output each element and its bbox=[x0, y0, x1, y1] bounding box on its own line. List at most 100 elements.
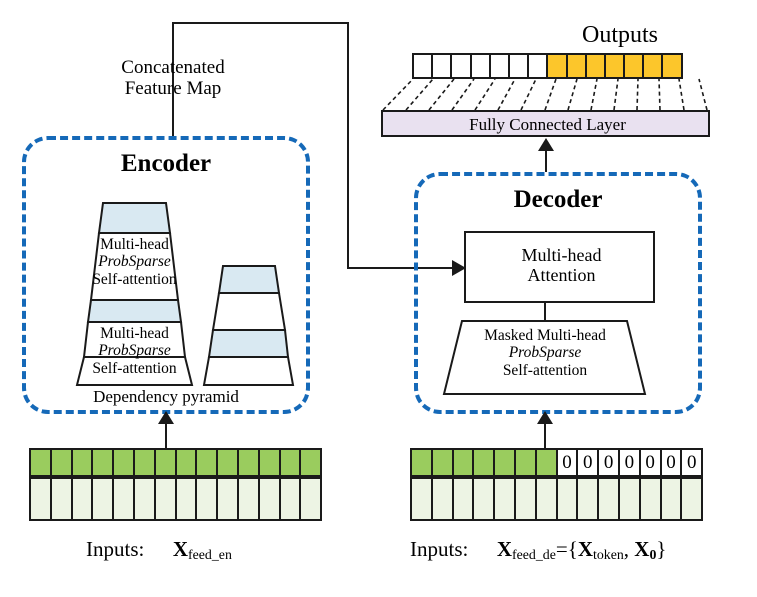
encoder-input-cell bbox=[91, 448, 115, 477]
encoder-input-cell bbox=[112, 448, 135, 477]
decoder-masked-line1: Masked Multi-head bbox=[484, 327, 606, 344]
decoder-input-caption-subscript: feed_de bbox=[512, 547, 556, 563]
encoder-input-cell bbox=[153, 477, 177, 521]
encoder-attention-block-upper: Multi-head ProbSparse Self-attention bbox=[74, 236, 195, 288]
decoder-input-cell bbox=[513, 448, 537, 477]
decoder-masked-line2: ProbSparse bbox=[508, 344, 582, 362]
decoder-input-cell bbox=[472, 477, 496, 521]
encoder-input-caption-prefix: Inputs: bbox=[86, 537, 145, 561]
decoder-input-cell bbox=[472, 448, 496, 477]
decoder-input-to-decoder-arrowhead bbox=[537, 411, 553, 424]
decoder-title: Decoder bbox=[513, 186, 603, 213]
encoder-input-cell bbox=[49, 477, 73, 521]
encoder-input-cell bbox=[236, 448, 260, 477]
encoder-input-cell bbox=[29, 477, 52, 521]
encoder-input-cell bbox=[70, 477, 94, 521]
decoder-input-cell bbox=[410, 477, 433, 521]
encoder-input-cell bbox=[195, 448, 219, 477]
encoder-input-caption-symbol: X bbox=[172, 537, 189, 561]
decoder-input-cell: 0 bbox=[555, 448, 579, 477]
encoder-input-to-encoder-arrowhead bbox=[158, 411, 174, 424]
encoder-input-cell bbox=[153, 448, 177, 477]
output-cell bbox=[661, 53, 683, 79]
decoder-input-cell: 0 bbox=[680, 448, 704, 477]
encoder-to-decoder-arrowhead bbox=[452, 260, 466, 276]
decoder-input-caption-subscript3: 0 bbox=[649, 547, 657, 563]
encoder-input-cell bbox=[132, 448, 156, 477]
decoder-input-caption-prefix: Inputs: bbox=[410, 537, 469, 561]
decoder-input-cell bbox=[534, 448, 558, 477]
encoder-input-cell bbox=[29, 448, 52, 477]
decoder-input-cell bbox=[451, 477, 475, 521]
decoder-multihead-attention-box: Multi-head Attention bbox=[464, 231, 655, 303]
decoder-input-cell: 0 bbox=[638, 448, 662, 477]
encoder-title: Encoder bbox=[120, 150, 212, 177]
encoder-input-cell bbox=[257, 477, 281, 521]
decoder-masked-text: Masked Multi-head ProbSparse Self-attent… bbox=[452, 327, 638, 379]
decoder-input-caption-symbol2: X bbox=[577, 537, 593, 561]
concat-feature-stub-line bbox=[172, 22, 174, 136]
decoder-input-cell bbox=[430, 448, 454, 477]
decoder-attention-line1: Multi-head bbox=[521, 245, 602, 265]
decoder-input-cell bbox=[555, 477, 579, 521]
decoder-input-caption-equals: ={ bbox=[555, 537, 578, 561]
decoder-input-cell bbox=[597, 477, 620, 521]
decoder-input-caption-subscript2: token bbox=[592, 547, 624, 563]
decoder-input-to-decoder-line bbox=[544, 424, 546, 448]
encoder-to-decoder-line bbox=[347, 267, 455, 269]
encoder-input-top-row bbox=[29, 448, 323, 477]
encoder-input-cell bbox=[91, 477, 115, 521]
decoder-input-cell: 0 bbox=[597, 448, 620, 477]
outputs-cell-strip bbox=[412, 53, 683, 79]
decoder-input-cell bbox=[659, 477, 683, 521]
decoder-input-cell bbox=[534, 477, 558, 521]
decoder-input-cell bbox=[638, 477, 662, 521]
encoder-input-cell bbox=[132, 477, 156, 521]
decoder-input-cell: 0 bbox=[659, 448, 683, 477]
decoder-input-cell bbox=[680, 477, 704, 521]
decoder-input-cell bbox=[493, 477, 516, 521]
decoder-to-fc-arrowhead bbox=[538, 138, 554, 151]
fully-connected-layer-label: Fully Connected Layer bbox=[469, 115, 626, 134]
fully-connected-layer-bar: Fully Connected Layer bbox=[381, 110, 710, 137]
encoder-input-caption: Inputs: Xfeed_en bbox=[86, 537, 232, 563]
decoder-to-fc-line bbox=[545, 150, 547, 172]
encoder-input-cell bbox=[299, 477, 323, 521]
decoder-input-cell bbox=[576, 477, 600, 521]
decoder-attention-text: Multi-head Attention bbox=[466, 245, 657, 285]
decoder-input-cell bbox=[451, 448, 475, 477]
outputs-label: Outputs bbox=[582, 22, 659, 48]
encoder-upper-line1: Multi-head bbox=[100, 236, 169, 253]
encoder-input-bottom-row bbox=[29, 477, 323, 521]
encoder-lower-line3: Self-attention bbox=[92, 359, 177, 377]
decoder-input-cell: 0 bbox=[576, 448, 600, 477]
encoder-lower-line1: Multi-head bbox=[100, 325, 169, 342]
encoder-input-cell bbox=[236, 477, 260, 521]
decoder-input-caption-close: } bbox=[656, 537, 667, 561]
encoder-input-cell bbox=[112, 477, 135, 521]
decoder-input-cell: 0 bbox=[617, 448, 641, 477]
encoder-input-cell bbox=[174, 477, 198, 521]
encoder-input-cell bbox=[70, 448, 94, 477]
encoder-input-cell bbox=[195, 477, 219, 521]
decoder-input-cell bbox=[493, 448, 516, 477]
decoder-input-bottom-row bbox=[410, 477, 704, 521]
decoder-masked-line3: Self-attention bbox=[502, 361, 588, 379]
encoder-lower-line2: ProbSparse bbox=[98, 342, 171, 360]
encoder-attention-block-lower: Multi-head ProbSparse Self-attention bbox=[68, 325, 201, 377]
decoder-internal-connector bbox=[544, 303, 546, 321]
encoder-input-cell bbox=[278, 477, 302, 521]
encoder-input-cell bbox=[49, 448, 73, 477]
concatenated-feature-map-label: Concatenated Feature Map bbox=[88, 57, 258, 100]
encoder-input-cell bbox=[299, 448, 323, 477]
encoder-input-cell bbox=[216, 477, 239, 521]
decoder-input-caption: Inputs: Xfeed_de={Xtoken, X0} bbox=[410, 537, 667, 563]
decoder-input-caption-symbol3: X bbox=[634, 537, 650, 561]
concatenated-line-2: Feature Map bbox=[124, 78, 222, 100]
encoder-input-cell bbox=[278, 448, 302, 477]
decoder-container bbox=[414, 172, 702, 414]
